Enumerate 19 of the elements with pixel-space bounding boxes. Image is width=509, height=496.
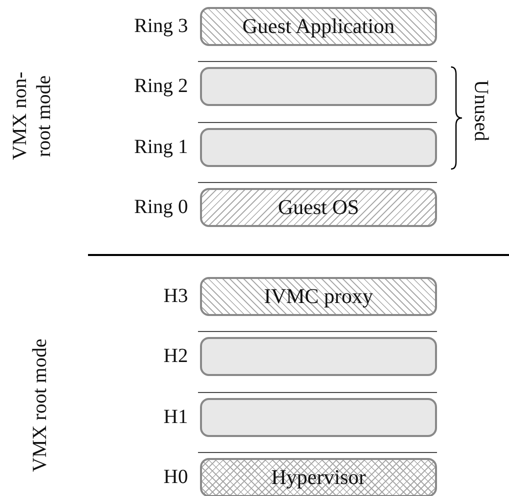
- layer-bar: IVMC proxy: [200, 277, 437, 316]
- empty-layer-bar: [200, 67, 437, 106]
- empty-layer-bar: [200, 398, 437, 437]
- empty-layer-bar: [200, 128, 437, 167]
- brace-label: Unused: [469, 80, 492, 142]
- mode-label: VMX non-root mode: [8, 70, 56, 162]
- layer-bar: Hypervisor: [200, 458, 437, 496]
- level-label: H1: [164, 405, 188, 430]
- level-label: Ring 1: [134, 135, 188, 160]
- level-label: Ring 0: [134, 195, 188, 220]
- level-label: H0: [164, 465, 188, 490]
- layer-bar: Guest OS: [200, 188, 437, 227]
- level-label: H2: [164, 344, 188, 369]
- level-label: Ring 3: [134, 14, 188, 39]
- mode-label: VMX root mode: [28, 337, 52, 474]
- level-label: Ring 2: [134, 74, 188, 99]
- level-label: H3: [164, 284, 188, 309]
- empty-layer-bar: [200, 337, 437, 376]
- layer-bar: Guest Application: [200, 7, 437, 46]
